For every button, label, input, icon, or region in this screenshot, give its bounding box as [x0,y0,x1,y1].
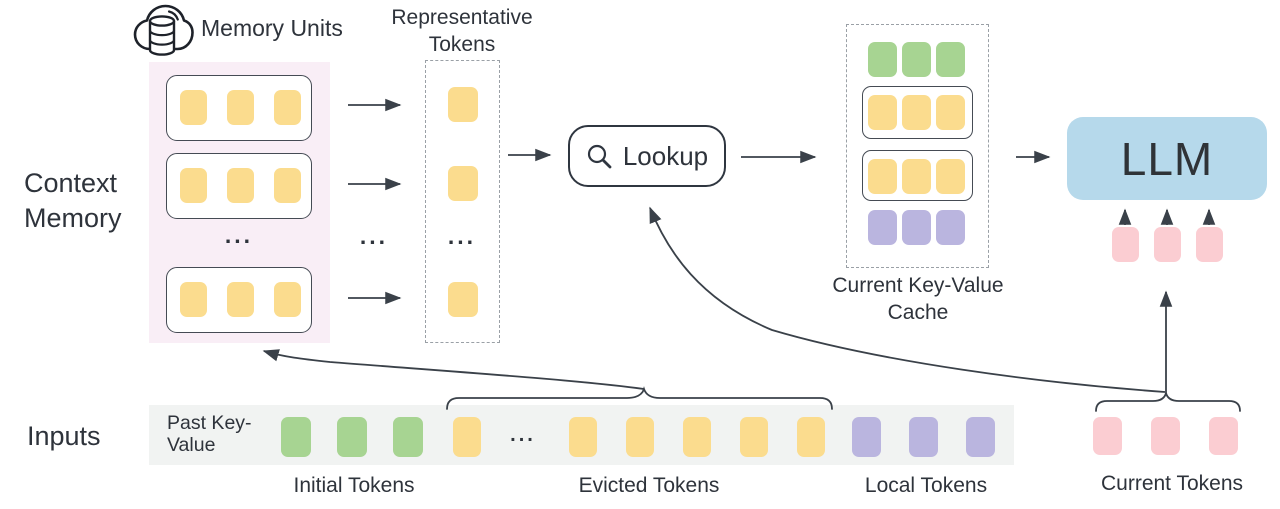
token [1209,417,1238,455]
token [740,417,768,457]
memory-cloud-database-icon [133,4,194,56]
token [1196,227,1223,262]
token [227,282,254,317]
token [902,159,931,194]
representative-ellipsis: ... [447,223,477,249]
token [936,159,965,194]
inputs-label: Inputs [27,421,101,451]
token [909,417,938,457]
token [868,42,897,77]
token [227,168,254,203]
llm-box: LLM [1067,117,1267,200]
llm-label: LLM [1120,132,1214,185]
current-tokens-group [1093,417,1238,455]
past-key-value-label: Past Key-Value [167,412,252,456]
arrow-evicted-to-memory [262,349,645,390]
current-tokens-under-llm [1112,227,1223,262]
cache-row-retrieved [868,95,965,130]
token [1151,417,1180,455]
representative-tokens-label: Representative Tokens [391,6,533,56]
local-tokens-group [852,417,995,457]
initial-tokens-label: Initial Tokens [293,474,415,497]
token [936,210,965,245]
token [227,90,254,125]
token [569,417,597,457]
current-kv-cache-label: Current Key-Value Cache [832,274,1004,324]
local-tokens-label: Local Tokens [864,474,988,497]
initial-tokens-group [281,417,423,457]
token [281,417,311,457]
token [868,95,897,130]
token [936,42,965,77]
arrows-current-tokens-to-llm [1118,208,1216,225]
token [180,168,207,203]
current-tokens-brace [1095,392,1241,412]
token [337,417,367,457]
memory-unit [166,75,312,141]
token [1093,417,1122,455]
token [902,42,931,77]
token [180,90,207,125]
token [274,282,301,317]
search-icon [587,144,612,168]
evicted-tokens-group [569,417,825,457]
token [1112,227,1139,262]
token [936,95,965,130]
token [448,166,478,201]
lookup-label: Lookup [622,140,709,171]
token [448,282,478,317]
cache-row-retrieved [868,159,965,194]
memory-units-label: Memory Units [201,15,343,41]
token [393,417,423,457]
cache-row-initial [868,42,965,77]
token [902,95,931,130]
cache-row-local [868,210,965,245]
arrows-ellipsis: ... [359,223,389,249]
evicted-ellipsis: ... [510,424,536,446]
token [180,282,207,317]
token [274,90,301,125]
representative-tokens-box [425,60,500,343]
memory-units-ellipsis: ... [224,222,254,248]
token [966,417,995,457]
token [797,417,825,457]
context-memory-label: Context Memory [24,168,122,233]
current-tokens-label: Current Tokens [1100,472,1244,495]
token [453,417,481,457]
token [902,210,931,245]
token [683,417,711,457]
token [448,87,478,122]
memory-unit [166,267,312,333]
memory-unit [166,153,312,219]
token [852,417,881,457]
token [274,168,301,203]
lookup-button: Lookup [568,125,726,187]
evicted-tokens-label: Evicted Tokens [578,474,720,497]
token [868,159,897,194]
token [626,417,654,457]
arrows-memory-to-representative [348,98,402,305]
token [868,210,897,245]
token [1154,227,1181,262]
